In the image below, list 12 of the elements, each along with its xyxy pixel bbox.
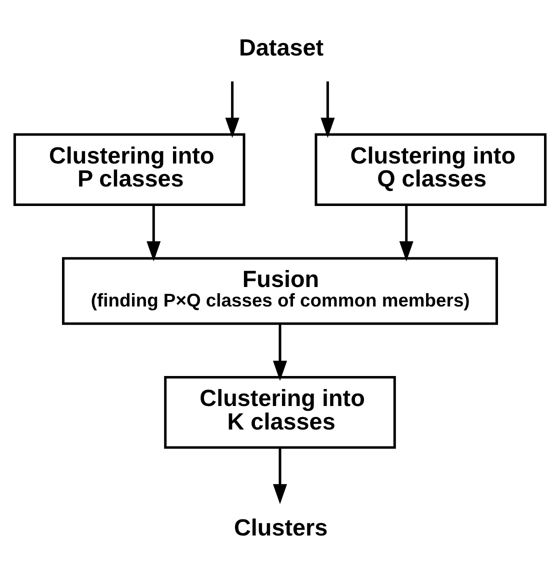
node-box: Clustering into P classes — [13, 133, 246, 206]
arrow — [320, 81, 335, 138]
node-box: Fusion (finding P×Q classes of common members) — [62, 257, 498, 325]
arrow — [272, 448, 288, 504]
arrow — [399, 205, 414, 262]
node-box: Clustering into K classes — [164, 376, 396, 449]
arrow — [272, 324, 288, 381]
node-box: Clustering into Q classes — [314, 133, 547, 206]
arrow — [225, 81, 240, 138]
node-text: Clusters — [234, 514, 328, 541]
node-text: Dataset — [238, 34, 324, 60]
arrow — [146, 205, 161, 262]
